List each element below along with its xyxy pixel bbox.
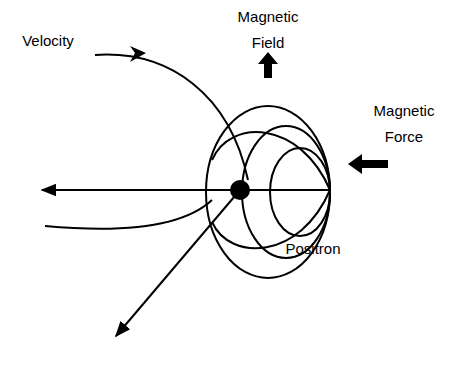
orbit bbox=[270, 148, 330, 236]
force-label: Magnetic Force bbox=[366, 98, 442, 150]
field-arrow bbox=[258, 52, 278, 78]
orbit-arc bbox=[212, 190, 330, 248]
orbit-arc bbox=[212, 132, 330, 190]
field-label: Magnetic Field bbox=[228, 4, 308, 56]
velocity-label: Velocity bbox=[3, 28, 93, 54]
trajectory bbox=[95, 55, 248, 180]
positron-label: Positron bbox=[268, 236, 358, 262]
trajectory bbox=[45, 200, 212, 229]
axis-arrow bbox=[116, 190, 240, 336]
orbit bbox=[242, 126, 330, 258]
velocity-arrowhead bbox=[130, 46, 146, 62]
force-arrow bbox=[348, 154, 388, 174]
axis-arrow bbox=[42, 189, 330, 191]
positron-dot bbox=[230, 180, 250, 200]
